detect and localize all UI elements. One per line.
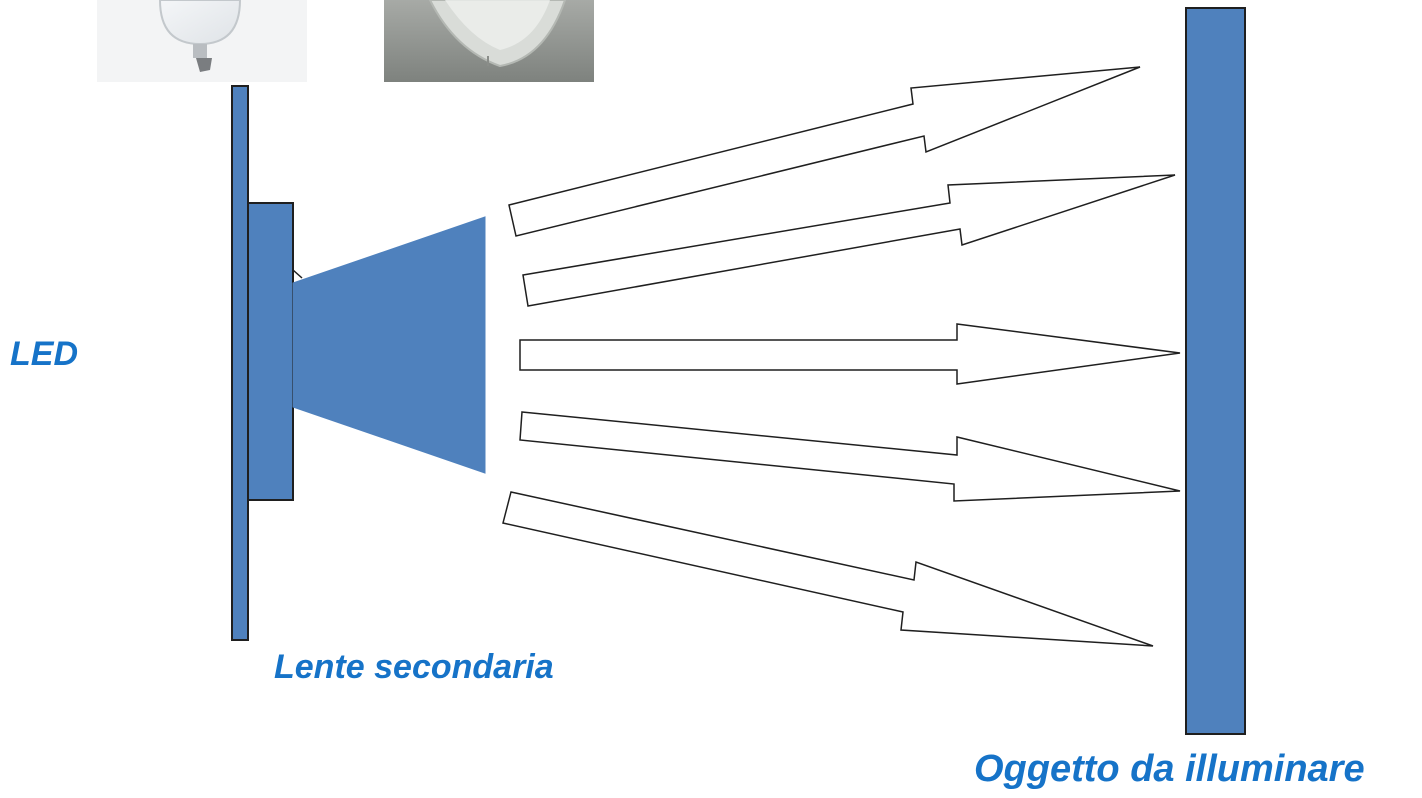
- light-arrow-4: [519, 411, 1181, 502]
- target-object-label: Oggetto da illuminare: [974, 748, 1365, 790]
- target-object: [1185, 7, 1246, 735]
- lens-photo: [384, 0, 594, 82]
- secondary-lens-label: Lente secondaria: [274, 648, 554, 686]
- led-label: LED: [10, 335, 78, 373]
- led-lamp-photo: [97, 0, 307, 82]
- light-arrows: [502, 66, 1181, 647]
- secondary-lens: [292, 216, 486, 474]
- light-arrow-2: [522, 174, 1176, 307]
- light-arrow-3: [519, 323, 1181, 385]
- led-board: [231, 85, 249, 641]
- led-body: [247, 202, 294, 501]
- light-arrow-1: [508, 66, 1141, 237]
- light-arrow-5: [502, 491, 1154, 647]
